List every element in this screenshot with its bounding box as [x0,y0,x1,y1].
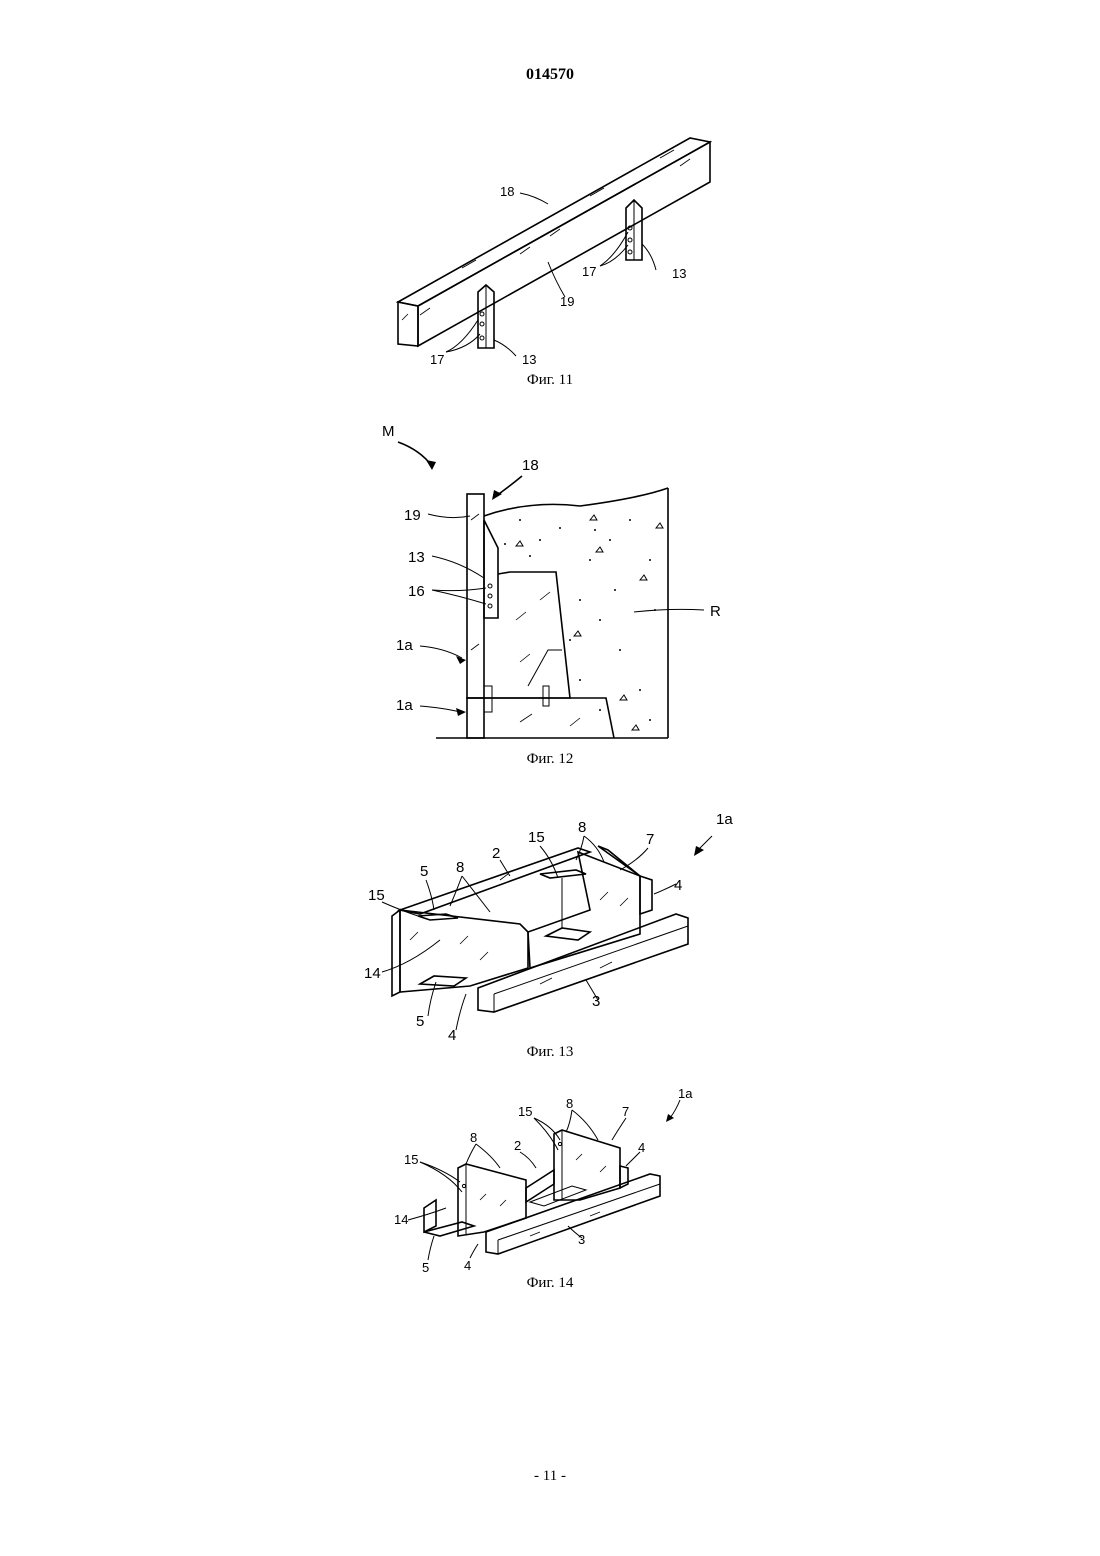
label-2: 2 [492,845,500,862]
label-1a: 1a [716,811,733,828]
label-13-left: 13 [522,352,536,367]
bracket-13-right [626,200,642,260]
figure-12-drawing: M 18 19 13 16 R 1a 1a [0,410,1100,750]
label-14: 14 [364,965,381,982]
label-15-right: 15 [518,1104,532,1119]
page-number: - 11 - [0,1468,1100,1485]
label-15-right: 15 [528,829,545,846]
label-8-right: 8 [578,819,586,836]
label-5-top: 5 [420,863,428,880]
label-13: 13 [408,549,425,566]
label-1a-lower: 1a [396,697,413,714]
label-18: 18 [522,457,539,474]
label-8-right: 8 [566,1096,573,1111]
label-8-left: 8 [456,859,464,876]
label-16: 16 [408,583,425,600]
label-17-left: 17 [430,352,444,367]
soil-fill-R [484,488,668,738]
figure-12-caption: Фиг. 12 [0,751,1100,768]
label-14: 14 [394,1212,408,1227]
block-1a-small [424,1130,660,1254]
label-18: 18 [500,184,514,199]
block-1a-lower [467,686,614,738]
figure-11-drawing: 18 17 13 19 17 13 [0,0,1100,400]
bracket-13-left [478,285,494,348]
label-7: 7 [622,1104,629,1119]
label-M: M [382,423,395,440]
label-15-left: 15 [404,1152,418,1167]
label-17-right: 17 [582,264,596,279]
label-2: 2 [514,1138,521,1153]
label-19: 19 [560,294,574,309]
label-4-bottom: 4 [448,1027,456,1040]
label-3: 3 [592,993,600,1010]
label-3: 3 [578,1232,585,1247]
label-15-left: 15 [368,887,385,904]
figure-13-caption: Фиг. 13 [0,1044,1100,1061]
label-R: R [710,603,721,620]
board-19 [467,494,484,698]
label-1a-upper: 1a [396,637,413,654]
label-19: 19 [404,507,421,524]
figure-11-caption: Фиг. 11 [0,372,1100,389]
label-13-right: 13 [672,266,686,281]
label-4-bottom: 4 [464,1258,471,1273]
label-5-bottom: 5 [416,1013,424,1030]
label-5: 5 [422,1260,429,1275]
figure-13-drawing: 1a 8 15 7 2 5 8 4 15 14 3 5 4 [0,790,1100,1040]
label-7: 7 [646,831,654,848]
block-1a-large [392,846,688,1012]
figure-14-caption: Фиг. 14 [0,1275,1100,1292]
block-1a-upper [484,572,570,698]
beam-18 [398,138,710,346]
figure-14-drawing: 1a 8 7 15 8 2 4 15 14 3 5 4 [0,1080,1100,1280]
label-4-right: 4 [638,1140,645,1155]
label-1a: 1a [678,1086,693,1101]
label-8-left: 8 [470,1130,477,1145]
bracket-13 [484,520,498,618]
label-4-right: 4 [674,877,682,894]
